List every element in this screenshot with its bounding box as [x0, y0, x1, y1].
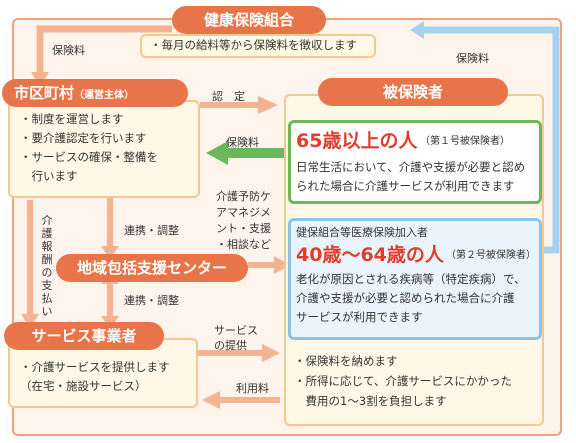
insured-duty-3: 費用の1〜3割を負担します	[294, 394, 447, 408]
kenpo-note: ・毎月の給料等から保険料を徴収します	[150, 38, 357, 52]
arrow-insured-to-kenpo-head	[410, 21, 424, 39]
kenpo-title: 健康保険組合	[172, 6, 326, 34]
second-insured-box	[288, 218, 542, 340]
arrow-green-premium-head	[206, 141, 228, 165]
label-yobo-3: ント・支援	[216, 222, 271, 235]
city-line-2: ・要介護認定を行います	[20, 131, 147, 145]
arrow-kenpo-to-city	[36, 25, 172, 76]
second-insured-line-1: 老化が原因とされる疾病等（特定疾病）で、	[296, 272, 526, 286]
second-insured-pre: 健保組合等医療保険加入者	[296, 226, 428, 239]
insured-title: 被保険者	[318, 78, 508, 106]
arrow-green-premium	[226, 148, 288, 158]
label-nintei: 認 定	[212, 90, 245, 103]
insured-duty-1: ・保険料を納めます	[294, 354, 398, 368]
label-riyoryo: 利用料	[236, 382, 269, 395]
label-hokenryo-mid: 保険料	[226, 136, 259, 149]
label-service-1: サービス	[214, 324, 258, 337]
first-insured-line-2: られた場合に介護サービスが利用できます	[296, 179, 515, 193]
label-service-2: の提供	[214, 339, 247, 352]
arrow-service	[198, 350, 264, 356]
city-line-3: ・サービスの確保・整備を	[20, 150, 158, 164]
provider-title: サービス事業者	[4, 322, 164, 350]
first-insured-age: 65歳以上の人	[296, 130, 418, 152]
label-hokenryo-right: 保険料	[456, 52, 489, 65]
arrow-nintei-head	[258, 96, 278, 114]
label-yobo-1: 介護予防ケ	[216, 190, 271, 203]
city-line-1: ・制度を運営します	[20, 112, 124, 126]
city-title: 市区町村	[14, 84, 75, 102]
second-insured-line-2: 介護や支援が必要と認められた場合に介護	[296, 291, 515, 305]
label-yobo-2: アマネジメ	[216, 206, 271, 219]
center-title: 地域包括支援センター	[56, 254, 248, 282]
first-insured-tag: （第１号被保険者）	[420, 136, 510, 147]
provider-line-2: （在宅・施設サービス）	[20, 379, 147, 393]
arrow-yobo	[248, 262, 276, 268]
arrow-nintei	[200, 102, 260, 108]
label-hokenryo-left: 保険料	[52, 44, 85, 57]
second-insured-line-3: サービスが利用できます	[296, 310, 423, 324]
label-renkei-bottom: 連携・調整	[124, 294, 179, 307]
arrow-riyoryo	[218, 397, 280, 403]
provider-line-1: ・介護サービスを提供します	[20, 360, 170, 374]
first-insured-box	[288, 120, 542, 204]
label-kaigo-hoshu: 介 護 報 酬 の 支 払 い	[41, 214, 53, 318]
second-insured-age: 40歳〜64歳の人	[296, 244, 444, 266]
city-sub: （運営主体）	[74, 90, 135, 101]
city-line-4: 行います	[20, 169, 78, 183]
insured-duty-2: ・所得に応じて、介護サービスにかかった	[294, 374, 512, 388]
city-title-pill: 市区町村（運営主体）	[2, 79, 188, 107]
label-renkei-top: 連携・調整	[124, 224, 179, 237]
second-insured-tag: （第２号被保険者）	[446, 250, 536, 261]
first-insured-line-1: 日常生活において、介護や支援が必要と認め	[296, 160, 526, 174]
label-yobo-4: ・相談など	[216, 238, 271, 251]
kenpo-box	[140, 34, 376, 58]
